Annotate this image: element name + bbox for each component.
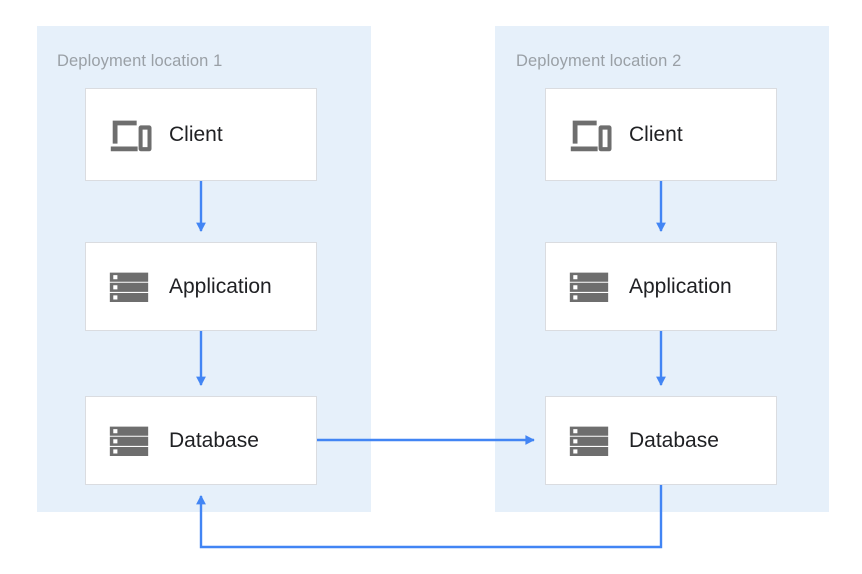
node-client-2[interactable]: Client xyxy=(545,88,777,181)
node-application-1[interactable]: Application xyxy=(85,242,317,331)
server-stack-icon xyxy=(109,272,149,302)
node-client-1[interactable]: Client xyxy=(85,88,317,181)
zone-label-deployment-location-2: Deployment location 2 xyxy=(516,52,682,70)
node-database-1[interactable]: Database xyxy=(85,396,317,485)
server-stack-icon xyxy=(569,272,609,302)
server-stack-icon xyxy=(569,426,609,456)
node-application-2[interactable]: Application xyxy=(545,242,777,331)
server-stack-icon xyxy=(109,426,149,456)
zone-label-deployment-location-1: Deployment location 1 xyxy=(57,52,223,70)
devices-icon xyxy=(110,120,152,151)
node-label-application-1: Application xyxy=(169,274,272,298)
devices-icon xyxy=(570,120,612,151)
node-label-application-2: Application xyxy=(629,274,732,298)
node-label-database-1: Database xyxy=(169,428,259,452)
node-label-client-1: Client xyxy=(169,122,223,146)
node-label-client-2: Client xyxy=(629,122,683,146)
node-database-2[interactable]: Database xyxy=(545,396,777,485)
node-label-database-2: Database xyxy=(629,428,719,452)
